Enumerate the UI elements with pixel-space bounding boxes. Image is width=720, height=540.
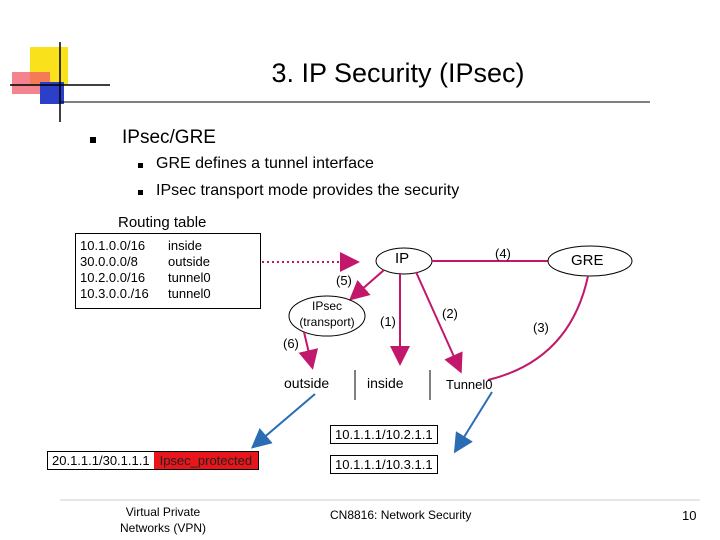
sub-bullet-square-icon	[138, 163, 143, 168]
page-number: 10	[682, 508, 697, 523]
slide-title: 3. IP Security (IPsec)	[271, 58, 525, 88]
route-destination: 10.1.0.0/16	[80, 238, 146, 253]
ip-node: IP	[395, 250, 410, 267]
routing-interfaces: inside outside tunnel0 tunnel0	[168, 238, 211, 302]
step-label-3: (3)	[533, 320, 549, 335]
routing-table-label: Routing table	[118, 214, 207, 231]
step-label-4: (4)	[495, 246, 511, 261]
step-label-2: (2)	[442, 306, 458, 321]
route-interface: outside	[168, 254, 210, 269]
vpn-footer: Virtual Private Networks (VPN)	[110, 504, 216, 536]
address-10-2-box: 10.1.1.1/10.2.1.1	[330, 425, 438, 444]
routing-table: 10.1.0.0/16 30.0.0.0/8 10.2.0.0/16 10.3.…	[75, 233, 261, 309]
arrow-6	[298, 331, 319, 370]
route-interface: tunnel0	[168, 270, 211, 285]
sub-bullet-square-icon	[138, 190, 143, 195]
bullet-sub-2: IPsec transport mode provides the securi…	[156, 182, 460, 199]
route-destination: 10.2.0.0/16	[80, 270, 146, 285]
vpn-footer-line1: Virtual Private	[125, 505, 201, 519]
address-10-3-box: 10.1.1.1/10.3.1.1	[330, 455, 438, 474]
route-interface: tunnel0	[168, 286, 211, 301]
bullet-sub-1: GRE defines a tunnel interface	[156, 155, 374, 172]
protected-label: Ipsec_protected	[153, 452, 259, 469]
step-label-6: (6)	[283, 336, 299, 351]
route-interface: inside	[168, 238, 202, 253]
step-label-5: (5)	[336, 273, 352, 288]
ipsec-label-line1: IPsec	[311, 299, 342, 313]
tunnel0-interface: Tunnel0	[446, 377, 493, 392]
bullet-main: IPsec/GRE	[122, 127, 216, 148]
outside-interface: outside	[284, 375, 330, 391]
routing-destinations: 10.1.0.0/16 30.0.0.0/8 10.2.0.0/16 10.3.…	[80, 238, 149, 302]
gre-node: GRE	[571, 252, 604, 269]
address-20-30: 20.1.1.1/30.1.1.1	[48, 452, 154, 469]
arrow-to-tunnel	[453, 391, 493, 454]
step-label-1: (1)	[380, 314, 396, 329]
arrow-3	[487, 275, 589, 381]
bullet-square-icon	[90, 137, 96, 143]
route-destination: 10.3.0.0./16	[80, 286, 149, 301]
inside-interface: inside	[367, 375, 404, 391]
ipsec-node: IPsec (transport)	[290, 298, 364, 330]
vpn-footer-line2: Networks (VPN)	[119, 521, 206, 535]
ipsec-label-line2: (transport)	[299, 315, 355, 329]
protected-packet: 20.1.1.1/30.1.1.1 Ipsec_protected	[47, 451, 260, 470]
gre-node-outline	[547, 245, 633, 277]
route-destination: 30.0.0.0/8	[80, 254, 138, 269]
slide-logo	[10, 42, 110, 122]
arrow-2	[415, 271, 463, 374]
arrow-to-protected	[250, 393, 316, 449]
ipsec-node-outline	[288, 295, 366, 337]
arrow-5	[348, 269, 385, 301]
course-footer: CN8816: Network Security	[330, 508, 472, 522]
